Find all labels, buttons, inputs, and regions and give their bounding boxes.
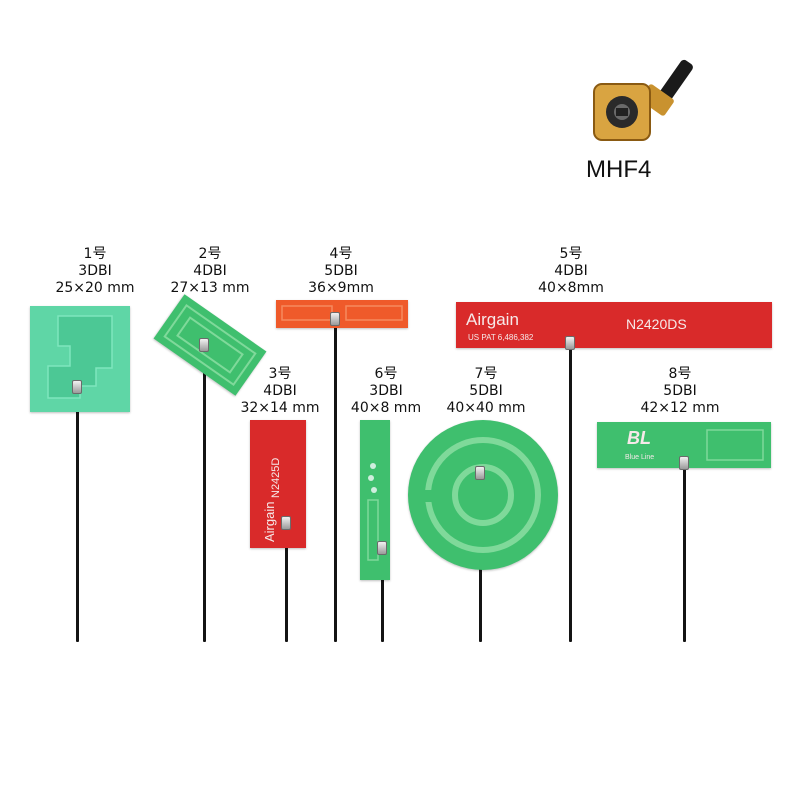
mhf4-connector-image: [580, 50, 710, 150]
antenna-size: 40×40 mm: [446, 400, 526, 416]
antenna-1-cable: [76, 392, 79, 642]
antenna-6-label: 6号 3DBI 40×8 mm: [331, 366, 441, 417]
antenna-6-connector: [377, 541, 387, 555]
antenna-number: 3号: [268, 366, 292, 382]
antenna-1-label: 1号 3DBI 25×20 mm: [40, 246, 150, 297]
antenna-gain: 5DBI: [663, 383, 697, 399]
antenna-size: 32×14 mm: [240, 400, 320, 416]
antenna-number: 7号: [474, 366, 498, 382]
antenna-number: 6号: [374, 366, 398, 382]
antenna-number: 1号: [83, 246, 107, 262]
antenna-gain: 4DBI: [554, 263, 588, 279]
antenna-2-cable: [203, 348, 206, 642]
antenna-size: 25×20 mm: [55, 280, 135, 296]
antenna-gain: 3DBI: [369, 383, 403, 399]
antenna-8-cable: [683, 468, 686, 642]
antenna-5-connector: [565, 336, 575, 350]
antenna-5-pcb: Airgain US PAT 6,486,382 N2420DS: [456, 302, 772, 348]
antenna-6-pcb: [360, 420, 390, 580]
antenna-8-label: 8号 5DBI 42×12 mm: [625, 366, 735, 417]
antenna-number: 5号: [559, 246, 583, 262]
antenna-size: 40×8 mm: [350, 400, 422, 416]
antenna-5-patent-marking: US PAT 6,486,382: [468, 333, 534, 342]
antenna-3-connector: [281, 516, 291, 530]
antenna-size: 27×13 mm: [170, 280, 250, 296]
antenna-8-connector: [679, 456, 689, 470]
antenna-7-connector: [475, 466, 485, 480]
antenna-8-brand-marking: Blue Line: [625, 454, 655, 461]
antenna-8-logo-marking: BL: [627, 428, 651, 448]
antenna-gain: 5DBI: [469, 383, 503, 399]
antenna-gain: 5DBI: [324, 263, 358, 279]
antenna-4-pcb: [276, 300, 408, 328]
antenna-4-cable: [334, 325, 337, 642]
antenna-6-cable: [381, 553, 384, 642]
antenna-gain: 4DBI: [263, 383, 297, 399]
antenna-gain: 4DBI: [193, 263, 227, 279]
antenna-size: 36×9mm: [308, 280, 374, 296]
antenna-number: 8号: [668, 366, 692, 382]
antenna-7-label: 7号 5DBI 40×40 mm: [426, 366, 546, 417]
antenna-5-cable: [569, 348, 572, 642]
antenna-1-pcb: [30, 306, 130, 412]
antenna-4-label: 4号 5DBI 36×9mm: [286, 246, 396, 297]
antenna-3-cable: [285, 528, 288, 642]
antenna-1-connector: [72, 380, 82, 394]
antenna-2-pcb: [153, 294, 267, 396]
antenna-2-connector: [199, 338, 209, 352]
antenna-7-pcb: [408, 420, 558, 570]
antenna-3-pcb: N2425D Airgain: [250, 420, 306, 548]
antenna-size: 42×12 mm: [640, 400, 720, 416]
antenna-3-label: 3号 4DBI 32×14 mm: [225, 366, 335, 417]
antenna-number: 2号: [198, 246, 222, 262]
antenna-4-connector: [330, 312, 340, 326]
antenna-size: 40×8mm: [538, 280, 604, 296]
antenna-5-brand-marking: Airgain: [466, 310, 519, 329]
antenna-3-model-marking: N2425D: [270, 457, 282, 498]
antenna-number: 4号: [329, 246, 353, 262]
antenna-2-label: 2号 4DBI 27×13 mm: [145, 246, 275, 297]
connector-name: MHF4: [586, 156, 652, 183]
antenna-gain: 3DBI: [78, 263, 112, 279]
antenna-5-model-marking: N2420DS: [626, 316, 687, 332]
antenna-5-label: 5号 4DBI 40×8mm: [516, 246, 626, 297]
antenna-3-brand-marking: Airgain: [262, 501, 277, 542]
